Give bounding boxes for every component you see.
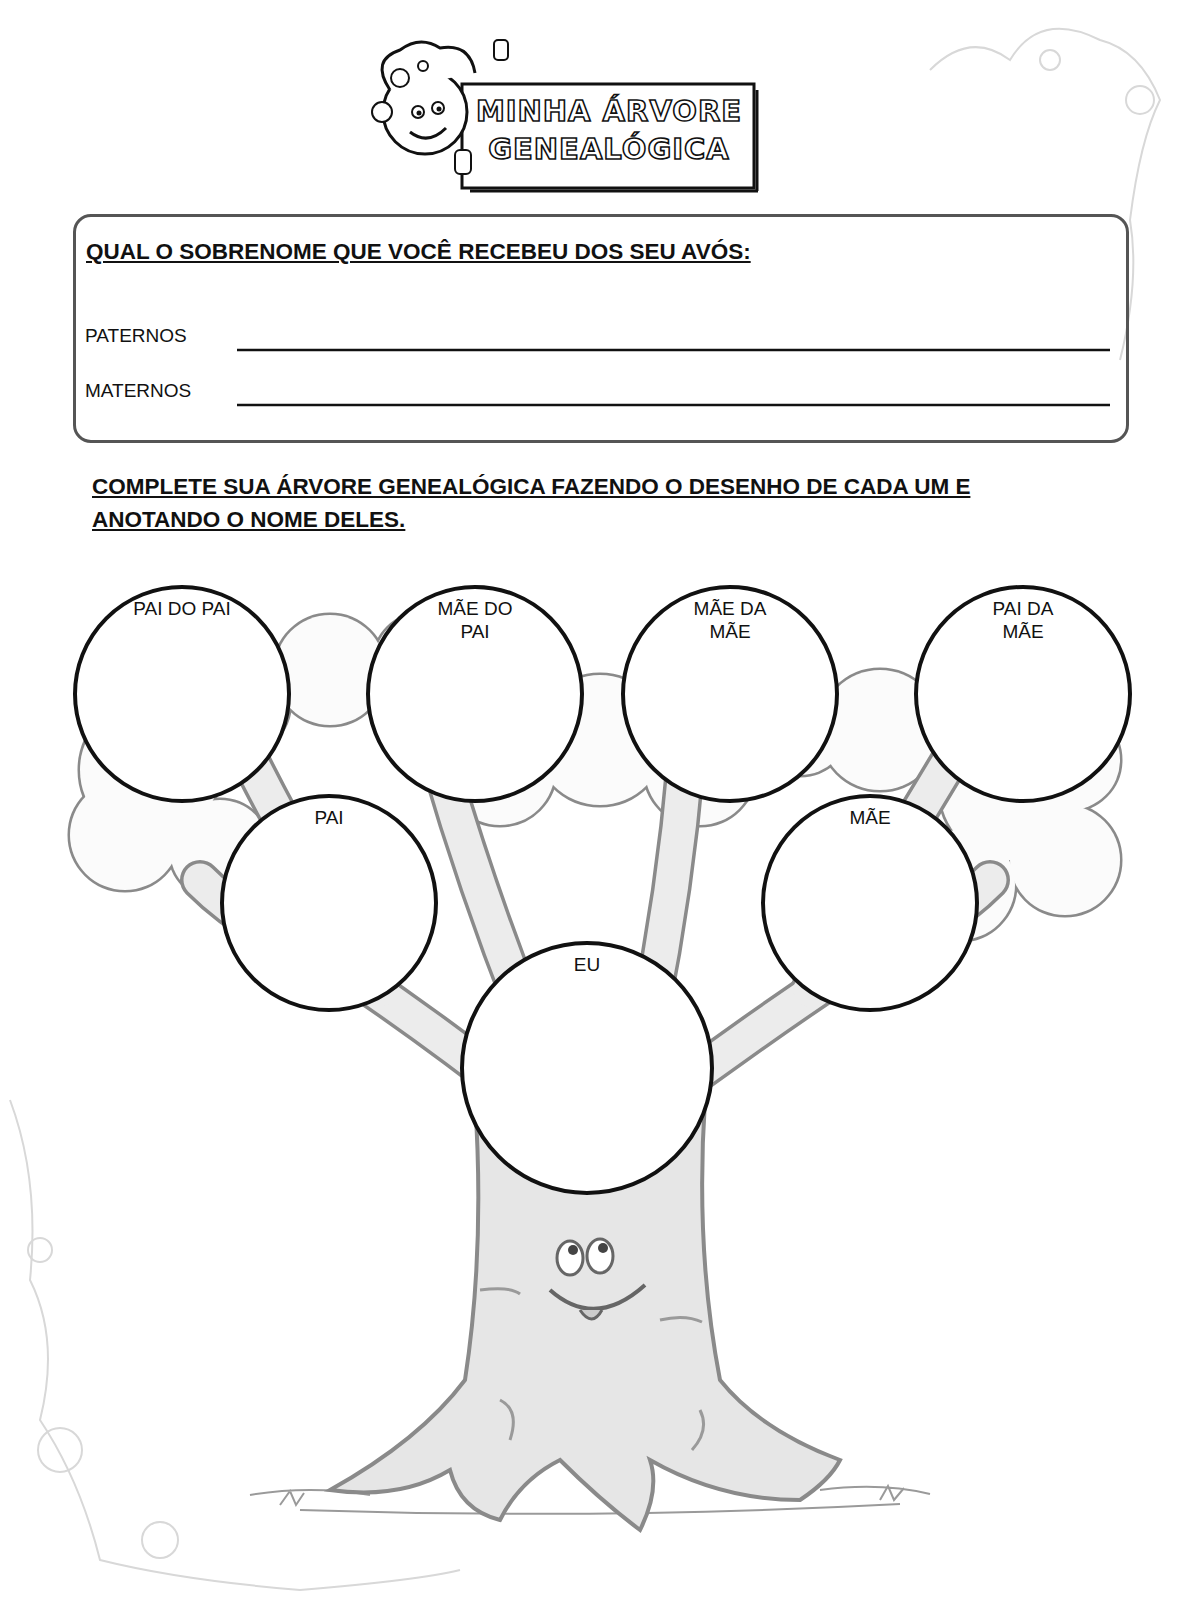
logo-face (372, 40, 758, 191)
circle-label-row: MÃE (760, 806, 980, 829)
circle-shape (222, 796, 436, 1010)
circle-shape (368, 587, 582, 801)
circle-label: PAI DA MÃE (971, 597, 1075, 643)
field-label: PATERNOS (85, 325, 187, 347)
circle-label-row: PAI (219, 806, 439, 829)
answer-line (237, 404, 1110, 407)
circle-outline (459, 940, 715, 1196)
field-label: MATERNOS (85, 380, 191, 402)
family-circle: MÃE (760, 793, 980, 1013)
circle-shape (763, 796, 977, 1010)
circle-label: MÃE (849, 806, 890, 829)
circle-label-row: EU (459, 953, 715, 976)
circle-label: PAI (314, 806, 343, 829)
family-circle: MÃE DA MÃE (620, 584, 840, 804)
family-circle: PAI (219, 793, 439, 1013)
surname-box: QUAL O SOBRENOME QUE VOCÊ RECEBEU DOS SE… (73, 214, 1129, 443)
circle-shape (462, 943, 712, 1193)
circle-label: MÃE DO PAI (423, 597, 527, 643)
circle-label: MÃE DA MÃE (678, 597, 782, 643)
family-circle: EU (459, 940, 715, 1196)
family-circle: PAI DA MÃE (913, 584, 1133, 804)
circle-label-row: PAI DO PAI (72, 597, 292, 620)
circle-label-row: MÃE DA MÃE (620, 597, 840, 643)
box-heading: QUAL O SOBRENOME QUE VOCÊ RECEBEU DOS SE… (86, 239, 751, 265)
instruction-text: COMPLETE SUA ÁRVORE GENEALÓGICA FAZENDO … (92, 470, 997, 536)
family-circle: PAI DO PAI (72, 584, 292, 804)
circle-shape (75, 587, 289, 801)
answer-line (237, 349, 1110, 352)
trunk-marks (480, 1289, 704, 1450)
circle-label: PAI DO PAI (133, 597, 231, 620)
family-circle: MÃE DO PAI (365, 584, 585, 804)
circle-shape (916, 587, 1130, 801)
circle-label: EU (574, 953, 600, 976)
circle-label-row: MÃE DO PAI (365, 597, 585, 643)
circle-label-row: PAI DA MÃE (913, 597, 1133, 643)
logo-title: MINHA ÁRVORE GENEALÓGICA (465, 92, 753, 168)
circle-shape (623, 587, 837, 801)
tree-face (550, 1239, 645, 1319)
corner-doodle (10, 29, 1160, 1590)
